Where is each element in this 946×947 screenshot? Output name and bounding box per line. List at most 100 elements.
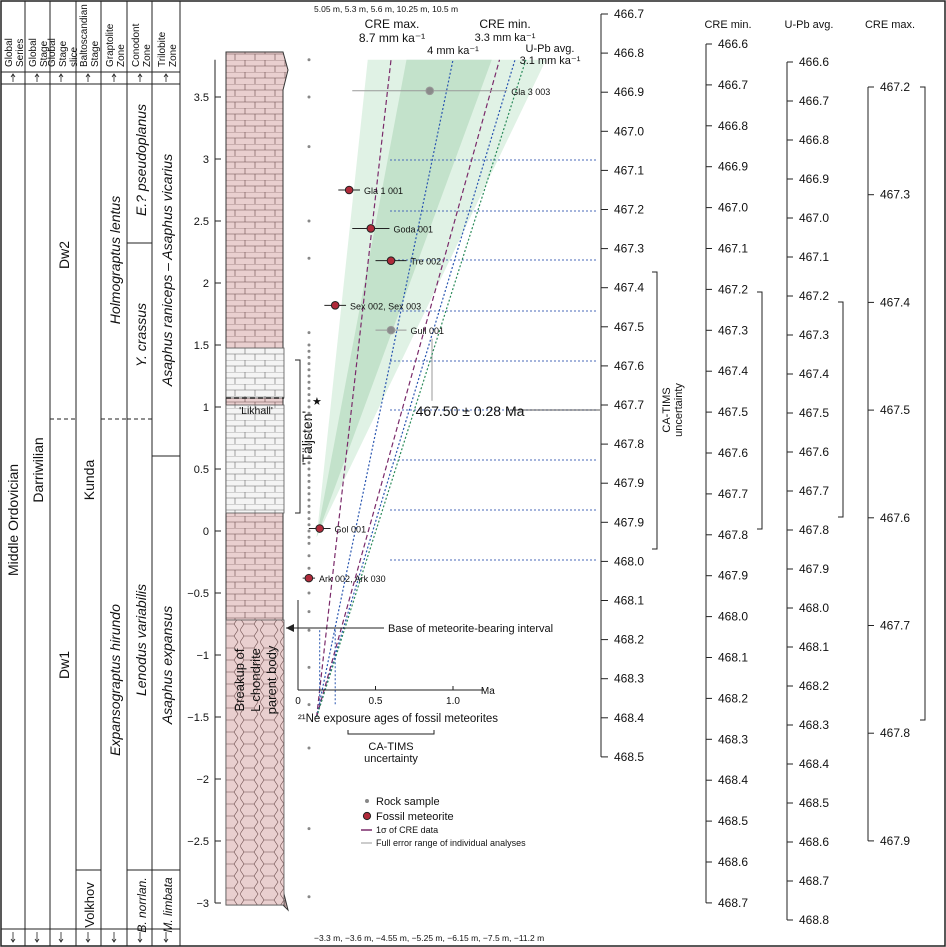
column-arrow-down bbox=[58, 932, 64, 943]
column-arrow-up bbox=[85, 73, 91, 82]
breakup-line-1: Breakup of bbox=[232, 648, 247, 711]
legend: Rock sample Fossil meteorite 1σ of CRE d… bbox=[361, 796, 526, 848]
balto-volkhov: Volkhov bbox=[82, 882, 97, 928]
column-arrow-up bbox=[163, 73, 169, 82]
scale-tick-label: 467.5 bbox=[799, 406, 829, 420]
age-tick-label: 467.8 bbox=[614, 437, 644, 451]
age-tick-label: 467.4 bbox=[614, 281, 644, 295]
breakup-line-2: L chondrite bbox=[248, 648, 263, 712]
ne-axis-title: ²¹Ne exposure ages of fossil meteorites bbox=[298, 713, 498, 725]
meteorite-point bbox=[366, 224, 376, 233]
rock-sample bbox=[307, 436, 311, 440]
rock-sample bbox=[307, 566, 311, 570]
scale-tick-label: 468.6 bbox=[799, 835, 829, 849]
rock-sample bbox=[307, 430, 311, 434]
height-tick-label: 3.5 bbox=[194, 92, 209, 104]
rock-sample bbox=[307, 424, 311, 428]
scale-title: U-Pb avg. bbox=[785, 19, 834, 31]
age-tick-label: 467.1 bbox=[614, 163, 644, 177]
tril-2: Asaphus expansus bbox=[159, 606, 175, 725]
scale-tick-label: 467.1 bbox=[718, 242, 748, 256]
rock-sample bbox=[307, 368, 311, 372]
scale-tick-label: 467.3 bbox=[718, 323, 748, 337]
ne-tick-label: 1.0 bbox=[446, 696, 460, 707]
scale-tick-label: 467.9 bbox=[799, 562, 829, 576]
height-tick-label: 1.5 bbox=[194, 340, 209, 352]
scale-tick-label: 467.4 bbox=[880, 295, 910, 309]
cono-2: Y. crassus bbox=[133, 303, 149, 367]
legend-sigma: 1σ of CRE data bbox=[376, 825, 438, 835]
rock-sample bbox=[307, 473, 311, 477]
rock-sample bbox=[307, 343, 311, 347]
height-tick-label: −1 bbox=[196, 650, 209, 662]
column-arrow-down bbox=[85, 932, 91, 943]
legend-rock-marker bbox=[365, 799, 369, 803]
rock-sample bbox=[307, 461, 311, 465]
legend-rock: Rock sample bbox=[376, 796, 440, 808]
fan-inner bbox=[316, 59, 492, 538]
rock-sample bbox=[307, 374, 311, 378]
rock-sample bbox=[307, 529, 311, 533]
height-tick-label: 2.5 bbox=[194, 216, 209, 228]
rock-sample bbox=[307, 628, 311, 632]
base-arrowhead bbox=[286, 624, 294, 632]
height-tick-label: 1 bbox=[203, 402, 209, 414]
meteorite-label: Gull 001 bbox=[411, 326, 445, 336]
age-result: 467.50 ± 0.28 Ma bbox=[416, 403, 525, 419]
taljsten-bracket bbox=[295, 359, 301, 514]
column-header: BaltoscandianStage bbox=[79, 4, 101, 67]
meteorite-point bbox=[315, 524, 325, 533]
scale-tick-label: 467.7 bbox=[799, 484, 829, 498]
upb-label-2: 3.1 mm ka⁻¹ bbox=[520, 55, 581, 67]
rock-sample bbox=[307, 895, 311, 899]
scale-tick-label: 467.4 bbox=[718, 364, 748, 378]
catims-right-1: CA-TIMS bbox=[661, 387, 673, 432]
upb-line bbox=[316, 59, 527, 718]
rock-sample bbox=[307, 58, 311, 62]
scale-tick-label: 467.7 bbox=[880, 619, 910, 633]
meteorite-point bbox=[304, 573, 314, 583]
column-header: GlobalSeries bbox=[4, 38, 26, 67]
scale-tick-label: 468.6 bbox=[718, 855, 748, 869]
meteorite-point bbox=[330, 301, 340, 310]
scale-tick-label: 467.9 bbox=[880, 834, 910, 848]
age-tick-label: 467.5 bbox=[614, 320, 644, 334]
bottom-note: −3.3 m, −3.6 m, −4.55 m, −5.25 m, −6.15 … bbox=[314, 933, 544, 943]
age-tick-label: 467.9 bbox=[614, 515, 644, 529]
height-tick-label: −2 bbox=[196, 774, 209, 786]
age-tick-label: 467.9 bbox=[614, 476, 644, 490]
rock-sample-layer: ★ bbox=[307, 58, 322, 899]
rock-sample bbox=[307, 827, 311, 831]
scale-tick-label: 466.7 bbox=[799, 94, 829, 108]
base-interval-label: Base of meteorite-bearing interval bbox=[388, 623, 553, 635]
column-arrow-up bbox=[111, 73, 117, 82]
height-tick-label: −2.5 bbox=[187, 836, 209, 848]
meteorite-label: Gol 001 bbox=[335, 525, 367, 535]
meteorite-label: Sex 002, Sex 003 bbox=[350, 301, 421, 311]
scale-tick-label: 468.3 bbox=[718, 732, 748, 746]
likhall-label: 'Likhall' bbox=[239, 405, 273, 417]
fan-outer bbox=[316, 59, 546, 538]
age-tick-label: 468.5 bbox=[614, 750, 644, 764]
rock-sample bbox=[307, 492, 311, 496]
age-tick-label: 468.4 bbox=[614, 711, 644, 725]
rock-sample bbox=[307, 479, 311, 483]
cre-min-line bbox=[316, 59, 516, 718]
catims-bracket bbox=[652, 271, 658, 550]
scale-tick-label: 467.1 bbox=[799, 250, 829, 264]
meteorite-point bbox=[425, 86, 435, 96]
scale-tick-label: 467.5 bbox=[880, 403, 910, 417]
rock-sample bbox=[307, 467, 311, 471]
column-header: GlobalStage bbox=[28, 38, 50, 67]
rock-sample bbox=[307, 665, 311, 669]
age-tick-label: 467.3 bbox=[614, 242, 644, 256]
scale-tick-label: 468.4 bbox=[799, 757, 829, 771]
upb-label-1: U-Pb avg. bbox=[526, 43, 575, 55]
top-note: 5.05 m, 5.3 m, 5.6 m, 10.25 m, 10.5 m bbox=[314, 4, 458, 14]
slice-dw1: Dw1 bbox=[56, 651, 72, 679]
rock-sample bbox=[307, 504, 311, 508]
ne-tick-label: 0.5 bbox=[369, 696, 383, 707]
